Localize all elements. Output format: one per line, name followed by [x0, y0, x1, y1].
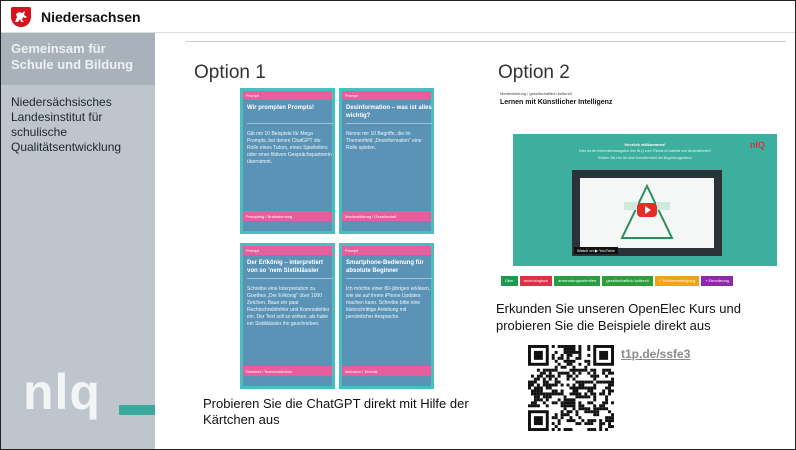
brand-title: Niedersachsen — [41, 9, 141, 25]
card-tag: Prompt — [243, 91, 332, 100]
video-player[interactable]: Watch on ▶ YouTube — [572, 170, 722, 256]
card-body: Schreibe eine Interpretation zu Goethes … — [247, 286, 330, 327]
course-tag[interactable]: + Schülerbeteiligung — [654, 276, 699, 286]
sidebar-heading: Gemeinsam für Schule und Bildung — [11, 41, 134, 72]
card-divider — [346, 123, 432, 124]
card-title: Smartphone-Bedienung für absolute Beginn… — [346, 260, 424, 274]
youtube-play-icon[interactable] — [637, 203, 657, 217]
card-body: Nenne mir 10 Begriffe, die im Themenfeld… — [346, 131, 422, 151]
video-thumbnail — [580, 178, 714, 248]
card-title: Wir prompten Prompts! — [247, 105, 314, 111]
qr-short-link[interactable]: t1p.de/ssfe3 — [621, 347, 691, 361]
option2-caption: Erkunden Sie unseren OpenElec Kurs und p… — [496, 301, 741, 333]
card-tag: Prompt — [243, 246, 332, 255]
triangle-diagram-icon — [620, 184, 674, 239]
logo-accent-bar — [119, 405, 155, 415]
card-title: Desinformation – was ist alles wichtig? — [346, 105, 432, 119]
breadcrumb[interactable]: Medienbildung / gesellschaftlich-kulture… — [500, 91, 572, 96]
sidebar: Gemeinsam für Schule und Bildung Nieders… — [1, 33, 155, 449]
card-title: Der Erlkönig – interpretiert von so ’nem… — [247, 260, 324, 274]
institute-name: Niedersächsisches Landesinstitut für sch… — [11, 95, 122, 154]
course-tag[interactable]: anwendungsorientiert — [554, 276, 601, 286]
prompt-cards-grid: Prompt Wir prompten Prompts! Gib mir 10 … — [240, 88, 434, 390]
panel-welcome: Herzlich willkommen! — [624, 142, 666, 147]
course-title: Lernen mit Künstlicher Intelligenz — [500, 99, 613, 106]
card-footer: Deutsch / Textverständnis — [243, 366, 332, 376]
option1-title: Option 1 — [194, 62, 266, 83]
course-tag[interactable]: + Einordnung — [701, 276, 733, 286]
card-footer: Prompting / Brainstorming — [243, 211, 332, 221]
panel-subtitle: Dies ist ein Informationsangebot des NLQ… — [579, 149, 711, 153]
nlq-logo: nlq — [23, 364, 101, 420]
prompt-card[interactable]: Prompt Desinformation – was ist alles wi… — [339, 88, 434, 234]
card-divider — [346, 278, 432, 279]
header-divider — [186, 41, 786, 42]
course-tag[interactable]: Über — [501, 276, 518, 286]
prompt-card[interactable]: Prompt Der Erlkönig – interpretiert von … — [240, 243, 335, 389]
course-tag[interactable]: gesellschaftlich-kulturell — [602, 276, 653, 286]
prompt-card[interactable]: Prompt Smartphone-Bedienung für absolute… — [339, 243, 434, 389]
course-tag[interactable]: technologisch — [519, 276, 553, 286]
card-tag: Prompt — [342, 91, 431, 100]
card-footer: Medienbildung / Gesellschaft — [342, 211, 431, 221]
card-body: Gib mir 10 Beispiele für Mega Prompts, b… — [247, 131, 332, 165]
sidebar-heading-box: Gemeinsam für Schule und Bildung — [1, 33, 155, 85]
card-divider — [247, 278, 333, 279]
option2-title: Option 2 — [498, 62, 570, 83]
card-divider — [247, 123, 333, 124]
option1-caption: Probieren Sie die ChatGPT direkt mit Hil… — [203, 396, 469, 427]
course-welcome-panel: Herzlich willkommen! Dies ist ein Inform… — [513, 134, 777, 266]
watch-on-youtube[interactable]: Watch on ▶ YouTube — [574, 247, 618, 254]
card-footer: Inklusion / Technik — [342, 366, 431, 376]
niedersachsen-crest-icon — [11, 7, 31, 27]
qr-code — [528, 345, 614, 431]
top-bar: Niedersachsen — [1, 1, 795, 33]
panel-video-hint[interactable]: Klicken Sie hier für eine Kursübersicht … — [598, 156, 692, 160]
card-tag: Prompt — [342, 246, 431, 255]
prompt-card[interactable]: Prompt Wir prompten Prompts! Gib mir 10 … — [240, 88, 335, 234]
panel-nlq-logo: nlQ — [750, 140, 765, 150]
card-body: Ich möchte einer 80-jährigen erklären, w… — [346, 286, 431, 320]
